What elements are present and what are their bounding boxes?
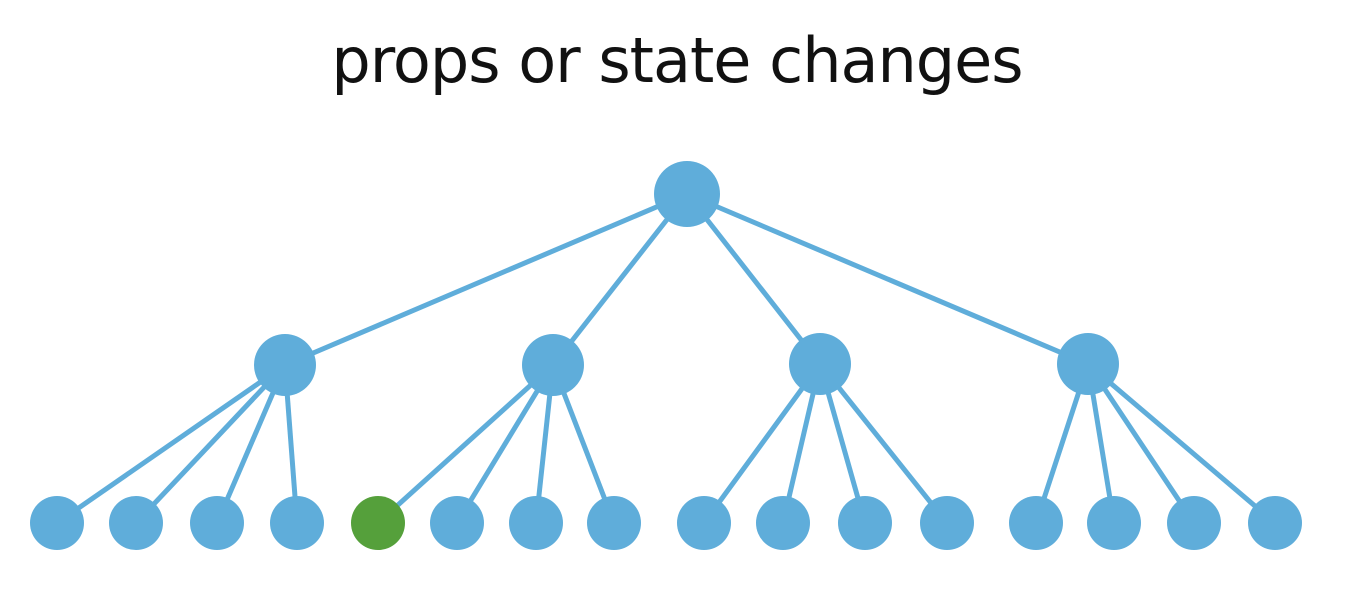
tree-node-gc15 (1167, 496, 1221, 550)
tree-edge-c3-gc12 (818, 362, 949, 525)
tree-node-gc12 (920, 496, 974, 550)
tree-node-gc9 (677, 496, 731, 550)
tree-edge-c1-gc1 (55, 362, 287, 526)
tree-node-root (654, 161, 720, 227)
tree-node-gc10 (756, 496, 810, 550)
tree-node-gc4 (270, 496, 324, 550)
tree-node-gc7 (509, 496, 563, 550)
tree-edge-c3-gc9 (701, 362, 823, 525)
tree-node-gc13 (1009, 496, 1063, 550)
tree-node-gc16 (1248, 496, 1302, 550)
tree-node-gc2 (109, 496, 163, 550)
tree-node-gc14 (1087, 496, 1141, 550)
tree-edge-c4-gc15 (1085, 362, 1197, 525)
tree-edge-c1-gc2 (134, 363, 287, 525)
tree-edge-root-c1 (284, 191, 688, 368)
tree-edge-root-c2 (551, 192, 689, 367)
tree-node-gc8 (587, 496, 641, 550)
tree-edge-c2-gc5 (376, 363, 555, 525)
tree-edge-root-c4 (686, 191, 1089, 367)
tree-node-updated-gc5 (351, 496, 405, 550)
tree-node-gc3 (190, 496, 244, 550)
tree-node-c4 (1057, 333, 1119, 395)
tree-node-gc1 (30, 496, 84, 550)
tree-edge-root-c3 (685, 192, 822, 366)
tree-node-c1 (254, 334, 316, 396)
tree-node-gc6 (430, 496, 484, 550)
tree-node-gc11 (838, 496, 892, 550)
tree-node-c2 (522, 334, 584, 396)
tree-edge-c4-gc16 (1086, 362, 1277, 525)
tree-node-c3 (789, 333, 851, 395)
diagram-title: props or state changes (331, 24, 1023, 97)
